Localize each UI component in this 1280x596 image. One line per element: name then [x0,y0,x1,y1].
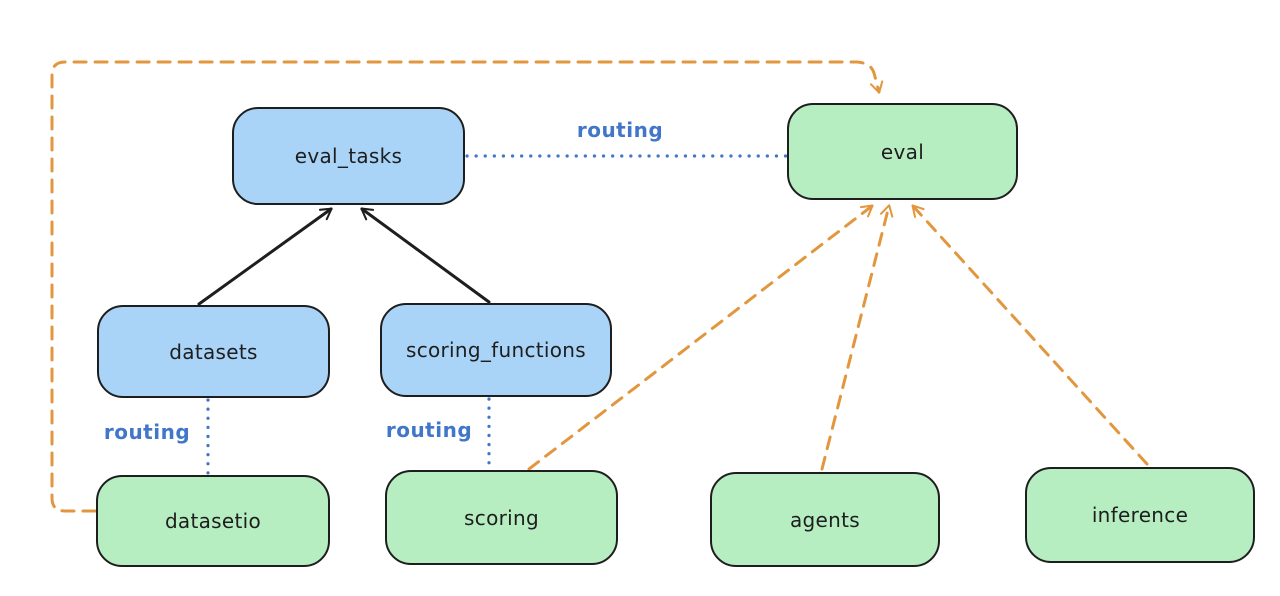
node-datasetio: datasetio [96,475,330,567]
node-eval-label: eval [880,139,925,164]
edge-datasets-to-eval-tasks [197,207,333,306]
edge-label-routing-left: routing [103,420,191,444]
node-eval-tasks: eval_tasks [232,107,465,205]
node-scoring-label: scoring [464,505,539,530]
node-scoring: scoring [385,470,618,565]
edge-label-routing-top: routing [576,118,664,142]
edge-scoring-functions-to-eval-tasks [360,207,491,304]
node-datasetio-label: datasetio [164,509,262,533]
edge-agents-to-eval [820,204,894,471]
edge-inference-to-eval [911,204,1149,466]
node-scoring-functions: scoring_functions [380,303,612,397]
node-eval: eval [787,103,1018,200]
edge-label-routing-middle: routing [385,418,473,442]
node-agents-label: agents [790,507,860,532]
node-scoring-functions-label: scoring_functions [405,338,587,362]
node-datasets: datasets [97,305,330,398]
node-inference-label: inference [1091,503,1189,527]
node-agents: agents [710,472,940,567]
node-eval-tasks-label: eval_tasks [294,144,403,168]
edge-scoring-to-eval [527,204,874,471]
node-datasets-label: datasets [169,339,258,364]
edge-datasetio-to-eval [50,60,884,513]
node-inference: inference [1025,467,1255,563]
